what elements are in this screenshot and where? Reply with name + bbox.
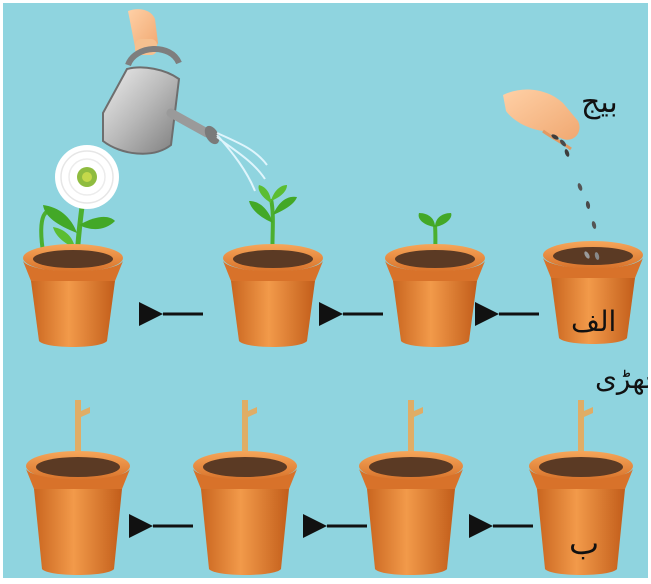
pot-flowering xyxy=(23,145,123,347)
pot-stick-2 xyxy=(193,400,297,575)
diagram-canvas: بیج چھڑی الف ب xyxy=(3,3,648,578)
pot-seedling xyxy=(223,185,323,347)
row-a-label: الف xyxy=(571,308,616,336)
pot-stick-1 xyxy=(26,400,130,575)
flower-icon xyxy=(55,145,119,209)
row-b-label: ب xyxy=(569,527,599,559)
plant-growth-scene xyxy=(3,3,648,578)
pot-stick-3 xyxy=(359,400,463,575)
seed-label: بیج xyxy=(581,88,618,118)
stick-label: چھڑی xyxy=(595,365,648,393)
watering-can-icon xyxy=(103,9,267,191)
pot-sprout xyxy=(385,213,485,347)
